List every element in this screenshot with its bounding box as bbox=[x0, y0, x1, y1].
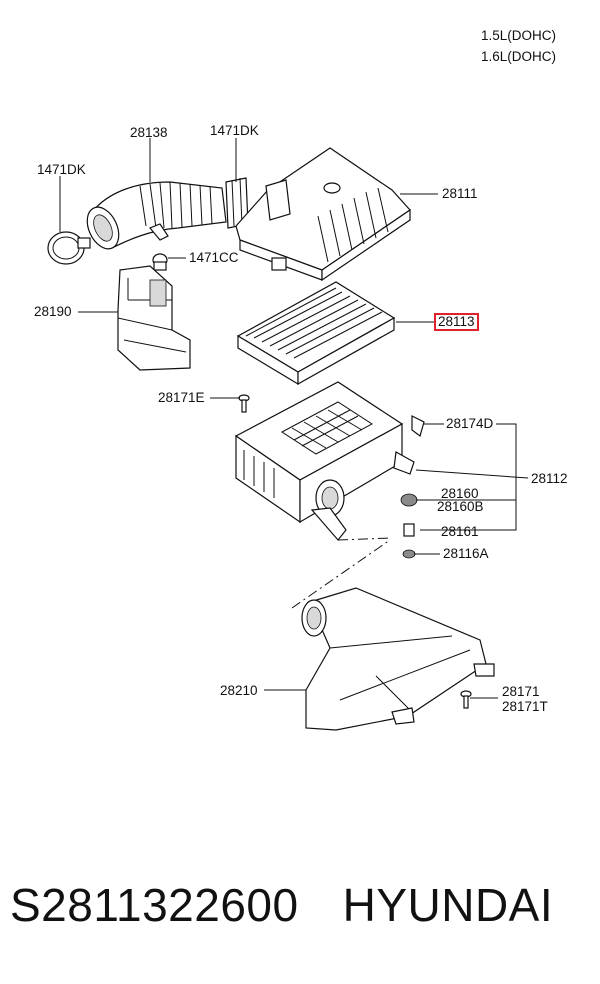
part-label-28161[interactable]: 28161 bbox=[441, 524, 479, 539]
part-label-28113-highlighted[interactable]: 28113 bbox=[434, 313, 479, 331]
lower-case-28112 bbox=[234, 381, 415, 541]
part-label-1471dk-top[interactable]: 1471DK bbox=[210, 123, 259, 138]
part-label-28160[interactable]: 28160 bbox=[441, 486, 479, 501]
leader-lines bbox=[59, 138, 529, 699]
part-label-28112[interactable]: 28112 bbox=[531, 471, 568, 486]
bolt-28171 bbox=[460, 690, 472, 709]
part-label-28160b[interactable]: 28160B bbox=[437, 499, 484, 514]
part-label-28210[interactable]: 28210 bbox=[220, 683, 258, 698]
filter-28113 bbox=[236, 281, 396, 386]
hose-clamp-left bbox=[47, 231, 91, 265]
duct-28210 bbox=[301, 587, 495, 731]
part-label-28171e[interactable]: 28171E bbox=[158, 390, 205, 405]
clip-28174d bbox=[411, 415, 425, 438]
bolt-28171e bbox=[238, 394, 250, 413]
part-label-28174d[interactable]: 28174D bbox=[446, 416, 494, 431]
sleeve-28161 bbox=[403, 523, 415, 537]
intake-hose-28138 bbox=[86, 181, 227, 250]
part-label-28190[interactable]: 28190 bbox=[34, 304, 72, 319]
part-label-28171t[interactable]: 28171T bbox=[502, 699, 548, 714]
part-label-28138[interactable]: 28138 bbox=[130, 125, 168, 140]
part-label-28116a[interactable]: 28116A bbox=[443, 546, 489, 561]
part-label-28111[interactable]: 28111 bbox=[442, 186, 478, 201]
footer-caption: S2811322600 HYUNDAI bbox=[10, 878, 553, 932]
part-label-1471cc[interactable]: 1471CC bbox=[189, 250, 239, 265]
cover-28111 bbox=[235, 147, 411, 282]
grommet-28160 bbox=[400, 493, 418, 507]
footer-part-number: S2811322600 bbox=[10, 879, 299, 931]
footer-brand: HYUNDAI bbox=[342, 879, 554, 931]
clip-1471cc bbox=[152, 253, 168, 271]
nut-28116a bbox=[402, 549, 416, 559]
part-label-28171[interactable]: 28171 bbox=[502, 684, 540, 699]
engine-variant-2: 1.6L(DOHC) bbox=[481, 49, 557, 64]
resonator-28190 bbox=[117, 265, 191, 371]
part-label-1471dk-left[interactable]: 1471DK bbox=[37, 162, 86, 177]
engine-variant-1: 1.5L(DOHC) bbox=[481, 28, 557, 43]
